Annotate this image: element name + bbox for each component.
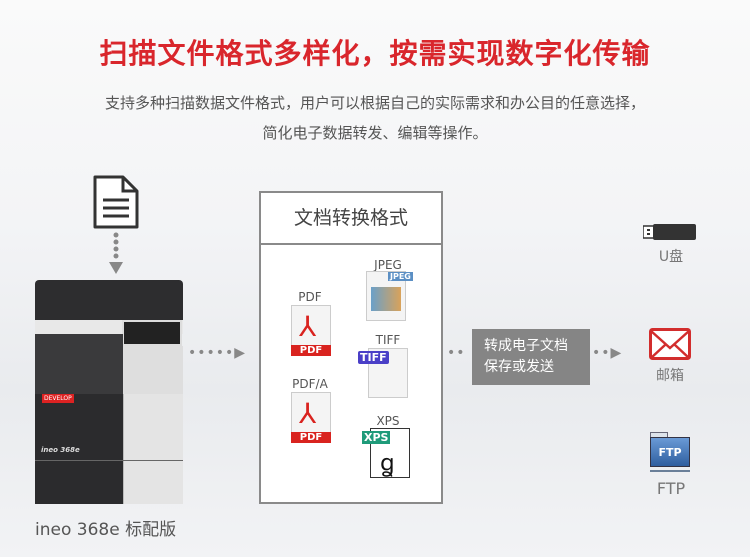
brand-badge: DEVELOP (42, 394, 74, 403)
formats-panel: 文档转换格式 (259, 191, 443, 504)
subtitle-line-2: 简化电子数据转发、编辑等操作。 (262, 124, 488, 142)
format-label-xps: XPS (376, 414, 400, 428)
usb-drive-icon (643, 224, 696, 240)
subtitle-line-1: 支持多种扫描数据文件格式，用户可以根据自己的实际需求和办公目的任意选择， (104, 94, 645, 112)
arrow-to-formats: •••••▶ (188, 345, 247, 361)
mail-icon (649, 328, 691, 360)
action-line-2: 保存或发送 (484, 359, 554, 375)
printer-image: DEVELOP ineo 368e (35, 280, 187, 505)
destination-usb: U盘 (658, 249, 684, 265)
down-arrow-icon (109, 232, 123, 274)
printer-model-text: ineo 368e (41, 446, 80, 454)
printer-model-label: ineo 368e 标配版 (35, 520, 177, 540)
destination-email: 邮箱 (656, 368, 684, 384)
action-line-1: 转成电子文档 (484, 338, 568, 354)
format-label-pdfa: PDF/A (292, 377, 328, 391)
arrow-dots-left: •• (447, 345, 466, 361)
ftp-folder-icon: FTP (650, 432, 690, 474)
destination-ftp: FTP (656, 479, 686, 498)
arrow-to-destinations: ••▶ (592, 345, 623, 361)
format-label-jpeg: JPEG (374, 258, 402, 272)
convert-save-send-label: 转成电子文档 保存或发送 (472, 329, 590, 385)
format-label-pdf: PDF (298, 290, 322, 304)
formats-title: 文档转换格式 (261, 193, 441, 245)
page-title: 扫描文件格式多样化，按需实现数字化传输 (99, 37, 651, 70)
format-label-tiff: TIFF (375, 333, 401, 347)
document-icon (93, 175, 139, 229)
